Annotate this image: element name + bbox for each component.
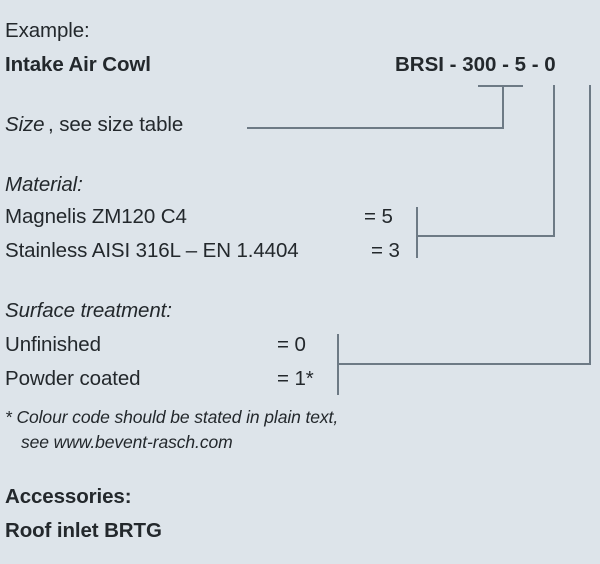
accessories-item-0: Roof inlet BRTG — [5, 519, 162, 542]
surface-option-code-1: = 1* — [277, 367, 314, 390]
surface-treatment-heading: Surface treatment: — [5, 299, 172, 322]
surface-leader-vertical — [589, 85, 591, 365]
size-leader-horizontal — [247, 127, 504, 129]
size-leader-tick — [478, 85, 523, 87]
material-leader-vertical — [553, 85, 555, 237]
size-leader-vertical — [502, 85, 504, 129]
material-bracket-vertical — [416, 207, 418, 258]
surface-option-name-0: Unfinished — [5, 333, 101, 356]
material-heading: Material: — [5, 173, 83, 196]
material-option-code-0: = 5 — [364, 205, 393, 228]
product-name: Intake Air Cowl — [5, 53, 151, 76]
size-label-rest: , see size table — [48, 113, 184, 136]
material-option-name-1: Stainless AISI 316L – EN 1.4404 — [5, 239, 299, 262]
accessories-heading: Accessories: — [5, 485, 132, 508]
product-code: BRSI - 300 - 5 - 0 — [395, 53, 556, 76]
surface-option-code-0: = 0 — [277, 333, 306, 356]
size-label-italic: Size — [5, 113, 45, 136]
example-heading: Example: — [5, 19, 90, 42]
footnote-line-2: see www.bevent-rasch.com — [21, 432, 233, 452]
material-option-name-0: Magnelis ZM120 C4 — [5, 205, 187, 228]
material-bracket-horizontal — [416, 235, 555, 237]
material-option-code-1: = 3 — [371, 239, 400, 262]
surface-bracket-horizontal — [337, 363, 591, 365]
surface-option-name-1: Powder coated — [5, 367, 141, 390]
footnote-line-1: * Colour code should be stated in plain … — [5, 407, 339, 427]
